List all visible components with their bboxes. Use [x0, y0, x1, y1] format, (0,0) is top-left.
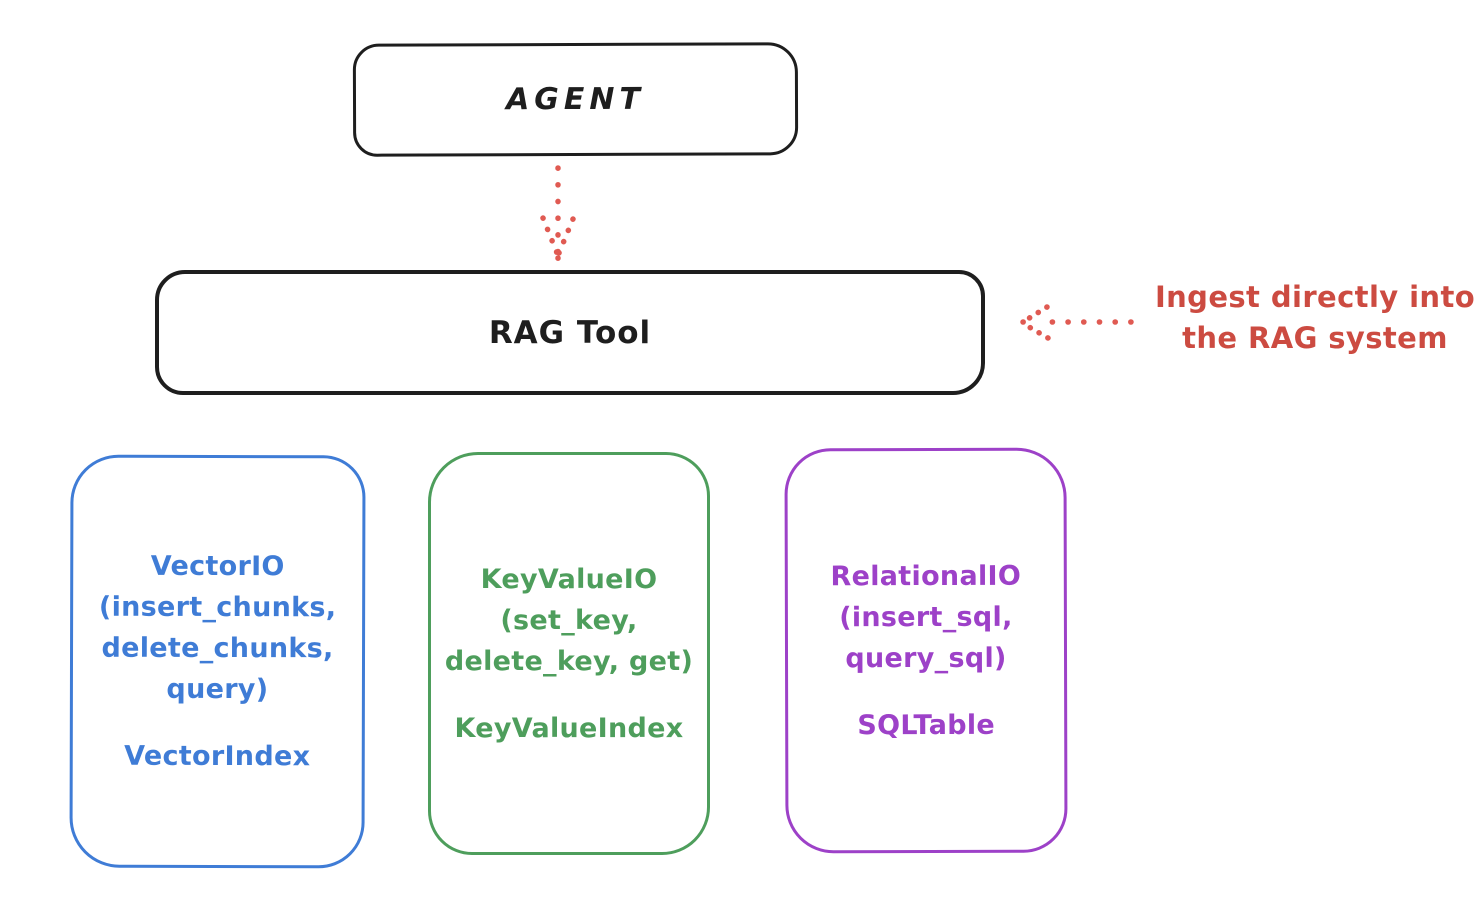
- vector-index-label: VectorIndex: [124, 740, 311, 773]
- key-value-io-methods-line: delete_key, get): [444, 645, 694, 677]
- ingest-annotation-line1: Ingest directly into: [1154, 280, 1476, 314]
- vector-io-node: VectorIO (insert_chunks, delete_chunks, …: [69, 454, 366, 869]
- rag-tool-label: RAG Tool: [488, 314, 652, 351]
- vector-io-title: VectorIO: [150, 550, 285, 583]
- vector-io-methods-line: (insert_chunks,: [98, 591, 337, 624]
- relational-io-methods-line: query_sql): [845, 642, 1007, 674]
- ingest-annotation: Ingest directly into the RAG system: [1145, 277, 1484, 359]
- ingest-annotation-line2: the RAG system: [1182, 321, 1448, 355]
- ingest-to-rag-arrow: [1020, 304, 1134, 341]
- key-value-io-node: KeyValueIO (set_key, delete_key, get) Ke…: [428, 452, 710, 855]
- vector-io-methods-line: delete_chunks,: [101, 632, 334, 665]
- sql-table-label: SQLTable: [857, 709, 996, 741]
- agent-node: AGENT: [352, 42, 799, 157]
- relational-io-node: RelationalIO (insert_sql, query_sql) SQL…: [784, 447, 1068, 854]
- rag-tool-node: RAG Tool: [155, 270, 985, 395]
- key-value-io-methods-line: (set_key,: [500, 604, 638, 636]
- vector-io-methods-line: query): [166, 673, 269, 706]
- agent-to-rag-arrow: [540, 165, 576, 262]
- agent-label: AGENT: [505, 81, 646, 118]
- key-value-io-title: KeyValueIO: [480, 563, 658, 595]
- relational-io-title: RelationalIO: [830, 560, 1022, 592]
- relational-io-methods-line: (insert_sql,: [839, 601, 1013, 633]
- key-value-index-label: KeyValueIndex: [454, 712, 684, 744]
